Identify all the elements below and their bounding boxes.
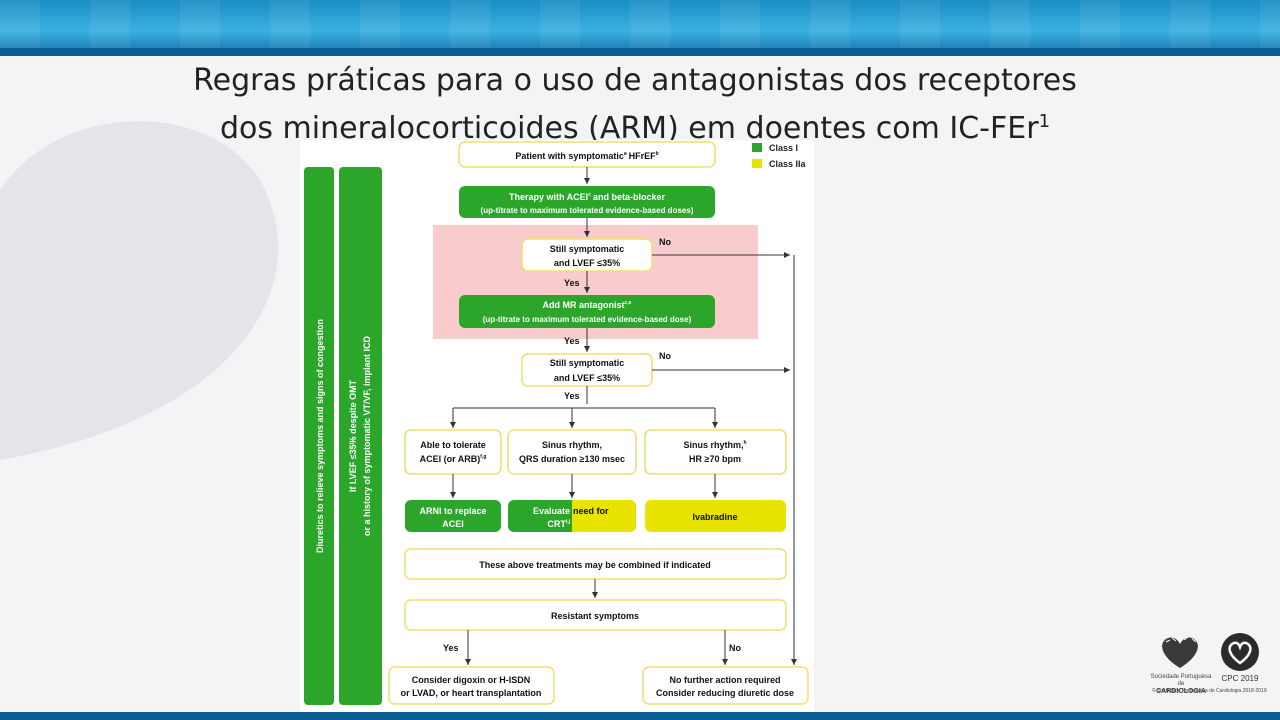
spc-logo-line-1: Sociedade Portuguesa de xyxy=(1150,674,1212,687)
slide-title-line-1: Regras práticas para o uso de antagonist… xyxy=(193,63,1077,98)
header-divider xyxy=(0,48,1280,56)
no-label-1: No xyxy=(659,237,671,247)
yes-label-3: Yes xyxy=(564,391,580,401)
mra-box xyxy=(459,295,715,328)
sinus-hr-box xyxy=(644,429,787,475)
no-further-action-box xyxy=(642,666,809,705)
sinus-qrs-line-1: Sinus rhythm, xyxy=(542,440,602,450)
ivabradine-label: Ivabradine xyxy=(692,512,737,522)
arni-box xyxy=(405,500,501,532)
mra-box-line-1: Add MR antagonistc,e xyxy=(543,300,632,310)
no-label-4: No xyxy=(729,643,741,653)
crt-box-class-iia xyxy=(572,500,636,532)
icd-bar xyxy=(339,167,382,705)
spc-logo-line-2: CARDIOLOGIA xyxy=(1156,688,1206,695)
legend-class-iia-label: Class IIa xyxy=(769,159,807,169)
sinus-qrs-box xyxy=(507,429,637,475)
spc-logo-label: Sociedade Portuguesa de CARDIOLOGIA xyxy=(1150,674,1212,695)
combined-treatments-label: These above treatments may be combined i… xyxy=(479,560,711,570)
crt-line-2: CRTi,j xyxy=(547,519,570,529)
no-further-action-line-2: Consider reducing diuretic dose xyxy=(656,688,794,698)
header-banner-pattern xyxy=(0,0,1280,56)
digoxin-line-2: or LVAD, or heart transplantation xyxy=(401,688,542,698)
footer-bar xyxy=(0,712,1280,720)
therapy-box-line-2: (up-titrate to maximum tolerated evidenc… xyxy=(481,206,694,215)
still-symptomatic-2-line-1: Still symptomatic xyxy=(550,358,625,368)
crt-left-line-1: Evaluate xyxy=(533,506,570,516)
heart-logo-icon xyxy=(1162,636,1198,668)
legend-class-i-swatch xyxy=(752,143,762,152)
resistant-symptoms-label: Resistant symptoms xyxy=(551,611,639,621)
footnote-reference: 1 xyxy=(1038,111,1051,132)
able-to-tolerate-line-2: ACEI (or ARB)f,g xyxy=(420,454,487,464)
no-further-action-line-1: No further action required xyxy=(669,675,780,685)
cpc-heart-icon xyxy=(1221,633,1259,671)
no-label-2: No xyxy=(659,351,671,361)
able-to-tolerate-box xyxy=(404,429,502,475)
still-symptomatic-1-line-1: Still symptomatic xyxy=(550,244,625,254)
digoxin-box xyxy=(388,666,555,705)
mra-box-line-2: (up-titrate to maximum tolerated evidenc… xyxy=(483,315,692,324)
therapy-box xyxy=(459,186,715,218)
slide-title: Regras práticas para o uso de antagonist… xyxy=(120,60,1150,149)
legend-class-i-label: Class I xyxy=(769,143,798,153)
arni-line-1: ARNI to replace xyxy=(419,506,486,516)
icd-bar-label-line-1: If LVEF ≤35% despite OMT xyxy=(348,379,358,492)
sinus-qrs-line-2: QRS duration ≥130 msec xyxy=(519,454,625,464)
legend-class-iia-swatch xyxy=(752,159,762,168)
diuretics-bar-label: Diuretics to relieve symptoms and signs … xyxy=(315,319,325,553)
yes-label-2: Yes xyxy=(564,336,580,346)
cpc-logo-label: CPC 2019 xyxy=(1221,674,1259,683)
treatment-flowchart: Class I Class IIa Diuretics to relieve s… xyxy=(304,141,809,705)
cpc-logo: CPC 2019 xyxy=(1212,632,1268,694)
crt-right-line-1: need for xyxy=(573,506,609,516)
sinus-hr-line-1: Sinus rhythm,h xyxy=(683,440,746,450)
ivabradine-box xyxy=(645,500,786,532)
treatment-flowchart-panel: Class I Class IIa Diuretics to relieve s… xyxy=(300,140,814,714)
diuretics-bar xyxy=(304,167,334,705)
arni-line-2: ACEI xyxy=(442,519,464,529)
still-symptomatic-1-line-2: and LVEF ≤35% xyxy=(554,258,620,268)
able-to-tolerate-line-1: Able to tolerate xyxy=(420,440,486,450)
yes-label-4: Yes xyxy=(443,643,459,653)
sinus-hr-line-2: HR ≥70 bpm xyxy=(689,454,741,464)
copyright-note: © Sociedade Portuguesa de Cardiologia 20… xyxy=(1152,688,1267,694)
background-heart-shape xyxy=(0,121,279,460)
resistant-symptoms-box xyxy=(404,599,787,631)
still-symptomatic-2-line-2: and LVEF ≤35% xyxy=(554,373,620,383)
spc-logo: Sociedade Portuguesa de CARDIOLOGIA xyxy=(1150,632,1212,695)
yes-label-1: Yes xyxy=(564,278,580,288)
header-banner xyxy=(0,0,1280,56)
icd-bar-label-line-2: or a history of symptomatic VT/VF, impla… xyxy=(362,335,372,536)
flowchart-connectors xyxy=(450,167,797,665)
digoxin-line-1: Consider digoxin or H-ISDN xyxy=(412,675,531,685)
